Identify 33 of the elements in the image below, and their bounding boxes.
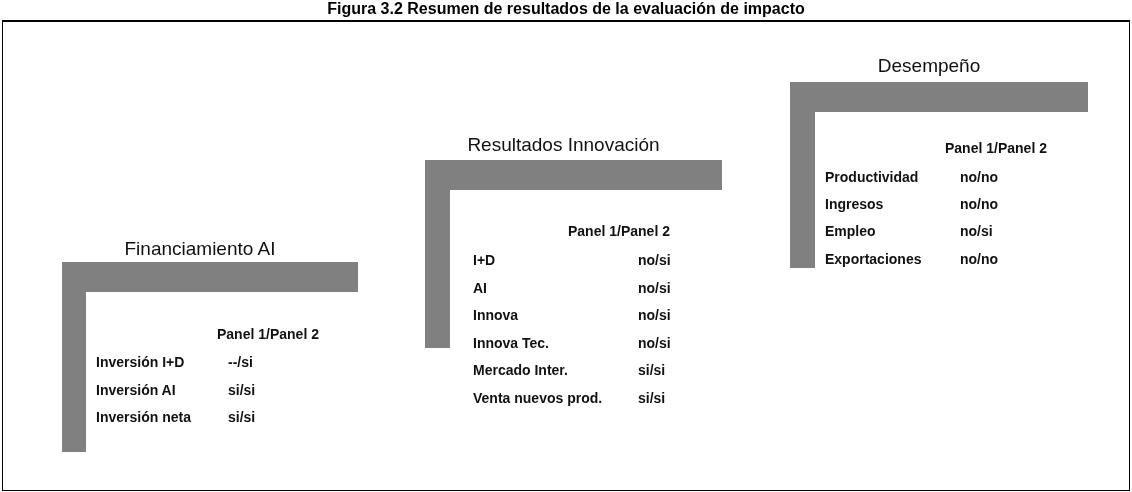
result-value: no/si [638,334,671,352]
variable-name: I+D [473,252,496,269]
result-value: no/si [638,279,671,297]
result-value: no/si [638,252,671,269]
variable-name: Venta nuevos prod. [473,389,603,407]
variable-name: Mercado Inter. [473,362,568,379]
panel-heading: Financiamiento AI [124,238,276,260]
result-value: --/si [228,354,253,371]
variable-name: Innova [473,307,519,324]
result-value: si/si [228,381,256,399]
result-value: si/si [228,409,256,426]
variable-name: AI [473,279,487,297]
column-header: Panel 1/Panel 2 [568,223,670,240]
result-value: no/si [638,307,671,324]
result-value: no/no [960,196,999,214]
variable-name: Inversión I+D [96,354,185,371]
figure-title: Figura 3.2 Resumen de resultados de la evaluación de impacto [326,0,806,18]
result-value: si/si [638,389,666,407]
variable-name: Productividad [825,169,919,186]
variable-name: Exportaciones [825,250,922,268]
result-value: no/no [960,169,999,186]
variable-name: Ingresos [825,196,884,214]
result-value: no/si [960,223,993,241]
column-header: Panel 1/Panel 2 [217,326,319,343]
panel-heading: Desempeño [877,55,981,77]
variable-name: Innova Tec. [473,334,549,352]
column-header: Panel 1/Panel 2 [945,140,1047,157]
result-value: si/si [638,362,666,379]
variable-name: Inversión neta [96,409,191,426]
panel-heading: Resultados Innovación [467,134,660,156]
variable-name: Empleo [825,223,876,241]
result-value: no/no [960,250,999,268]
variable-name: Inversión AI [96,381,176,399]
